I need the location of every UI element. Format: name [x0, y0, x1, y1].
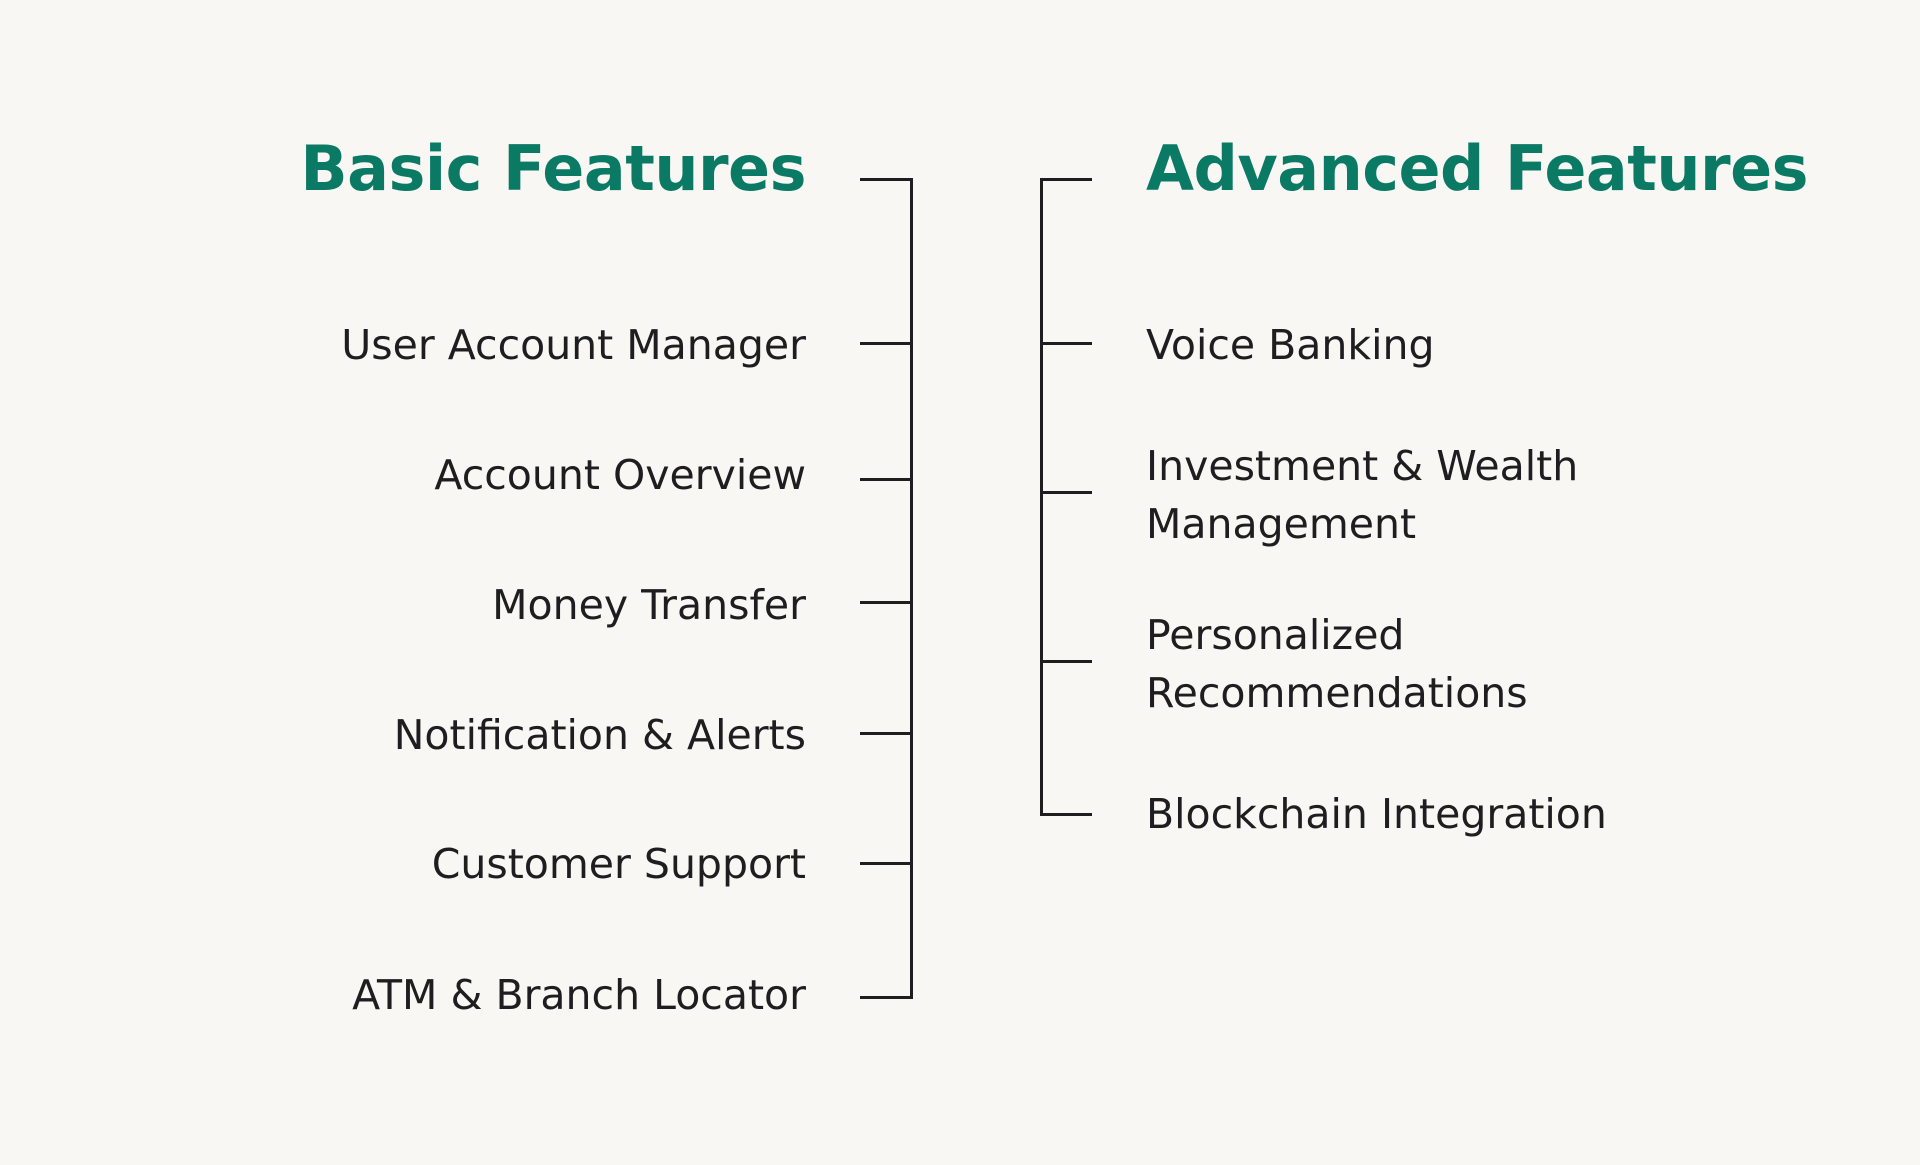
advanced-feature-item: Blockchain Integration: [1146, 790, 1607, 838]
basic-feature-item: User Account Manager: [341, 321, 806, 369]
advanced-bracket-tick: [1040, 342, 1092, 345]
basic-bracket-tick: [860, 732, 912, 735]
basic-bracket-tick: [860, 862, 912, 865]
basic-features-title: Basic Features: [300, 132, 806, 205]
basic-bracket-tick: [860, 178, 912, 181]
basic-bracket-tick: [860, 601, 912, 604]
advanced-bracket-spine: [1040, 178, 1043, 816]
advanced-feature-item: Personalized Recommendations: [1146, 611, 1528, 717]
basic-feature-item: Customer Support: [431, 840, 806, 888]
advanced-features-title: Advanced Features: [1146, 132, 1809, 205]
basic-bracket-tick: [860, 478, 912, 481]
advanced-bracket-tick: [1040, 178, 1092, 181]
basic-feature-item: Account Overview: [434, 451, 806, 499]
basic-bracket-tick: [860, 342, 912, 345]
basic-bracket-tick: [860, 996, 912, 999]
basic-feature-item: ATM & Branch Locator: [352, 971, 806, 1019]
advanced-bracket-tick: [1040, 660, 1092, 663]
advanced-feature-item: Investment & Wealth Management: [1146, 442, 1579, 548]
basic-feature-item: Money Transfer: [492, 581, 806, 629]
advanced-feature-item: Voice Banking: [1146, 321, 1435, 369]
basic-feature-item: Notification & Alerts: [393, 711, 806, 759]
advanced-bracket-tick: [1040, 813, 1092, 816]
basic-bracket-spine: [910, 178, 913, 999]
advanced-bracket-tick: [1040, 491, 1092, 494]
